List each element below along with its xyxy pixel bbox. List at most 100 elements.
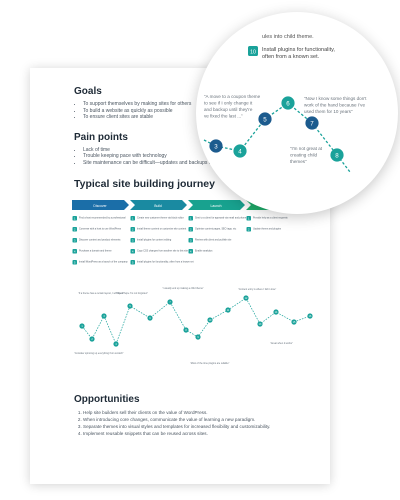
step-text: Install plugins for content editing	[137, 238, 172, 241]
step-number: 3	[132, 238, 134, 242]
zoom-curve	[336, 154, 351, 173]
step-marker	[130, 215, 135, 221]
curve-note: “I usually end up making a child theme”	[162, 287, 204, 290]
zoom-node	[233, 144, 247, 158]
phase-label: Launch	[210, 203, 221, 207]
journey-node	[243, 294, 249, 301]
journey-node-number: 1	[81, 325, 83, 328]
journey-node-number: 3	[103, 315, 105, 318]
goals-item: To support themselves by making sites fo…	[83, 101, 320, 108]
step-text: Optimize content pages, SEO tags, etc	[195, 227, 237, 230]
journey-node-number: 9	[197, 336, 199, 339]
curve-note: “Consider spinning up everything from sc…	[74, 352, 124, 355]
zoom-quote-bottom: “I'm not great at	[290, 146, 323, 151]
step-marker	[246, 215, 251, 221]
zoom-node	[209, 139, 223, 153]
journey-node	[195, 333, 201, 340]
journey-node-number: 7	[169, 301, 171, 304]
curve-note: “Content entry is where I fall in love”	[238, 288, 276, 291]
step-number: 1	[132, 216, 134, 220]
curve-note: “Most of the time plugins are reliable”	[190, 362, 230, 365]
step-marker	[246, 226, 251, 232]
pain-point-item: Trouble keeping pace with technology	[83, 153, 320, 160]
journey-node	[89, 335, 95, 342]
pain-point-item: Site maintenance can be difficult—update…	[83, 160, 320, 167]
journey-node-number: 15	[293, 321, 296, 324]
journey-node-number: 4	[115, 343, 117, 346]
curve-note: “If a theme has a certain layout, I will…	[78, 292, 124, 295]
zoom-node-number: 7	[310, 120, 314, 127]
step-number: 5	[132, 260, 134, 264]
journey-node-number: 13	[259, 323, 262, 326]
phase-arrow	[188, 199, 245, 210]
journey-node	[307, 312, 313, 319]
zoom-quote-left: and backup until they're	[204, 107, 253, 112]
opportunities-list: Help site builders sell their clients on…	[74, 409, 320, 437]
step-marker	[130, 237, 135, 243]
zoom-step-text: ules into child theme.	[262, 34, 314, 40]
journey-node	[79, 322, 85, 329]
journey-diagram: DiscoverBuildLaunchMaintain1Find a host …	[72, 194, 320, 376]
opportunity-item: Separate themes into visual styles and t…	[83, 423, 320, 430]
step-text: Install WordPress as a launch of the com…	[79, 260, 128, 263]
step-text: Sent to a client for approval via email …	[195, 216, 247, 219]
journey-node-number: 6	[149, 317, 151, 320]
zoom-quote-left: “A move to a coupon theme	[204, 94, 261, 99]
zoom-quote-right: work of the hand because I’ve	[304, 103, 365, 108]
magnified-detail: ules into child theme. 10 Install plugins …	[196, 12, 398, 214]
step-number: 2	[132, 227, 134, 231]
journey-node-number: 2	[91, 338, 93, 341]
zoom-quote-bottom: creating child	[290, 153, 318, 158]
opportunities-heading: Opportunities	[74, 393, 140, 405]
step-number: 2	[190, 227, 192, 231]
journey-node-number: 12	[245, 297, 248, 300]
zoom-quote-right: used them for 10 years”	[304, 109, 353, 114]
step-number: 3	[190, 238, 192, 242]
step-text: Review with client and publish site	[195, 238, 232, 241]
magnified-journey: ules into child theme. 10 Install plugins …	[203, 34, 367, 173]
phase-label: Discover	[93, 203, 107, 207]
journey-node-number: 14	[275, 311, 278, 314]
zoom-quote-bottom: themes”	[290, 159, 307, 164]
journey-map: DiscoverBuildLaunchMaintain1Find a host …	[72, 199, 313, 365]
zoom-step-text: Install plugins for functionality,	[262, 47, 335, 53]
step-text: Enable analytics	[195, 249, 213, 252]
zoom-step-text: often from a known set.	[262, 54, 320, 60]
phase-label: Build	[154, 203, 162, 207]
step-marker	[188, 215, 193, 221]
zoom-step-marker	[248, 46, 258, 56]
zoom-quote-left: to see if I only change it	[204, 101, 253, 106]
step-text: Copy CSS changes from another site to th…	[137, 249, 189, 252]
journey-node	[101, 312, 107, 319]
journey-node	[225, 306, 231, 313]
curve-note: “Great when it works”	[270, 342, 293, 345]
journey-node	[127, 302, 133, 309]
step-text: Update theme and plugins	[253, 227, 282, 230]
zoom-step-number: 10	[250, 49, 256, 55]
journey-node-number: 16	[309, 315, 312, 318]
journey-node-number: 11	[227, 309, 230, 312]
step-number: 3	[74, 238, 76, 242]
step-number: 4	[132, 249, 134, 253]
step-marker	[72, 215, 77, 221]
zoom-node	[281, 96, 295, 110]
step-number: 1	[74, 216, 76, 220]
journey-node	[257, 320, 263, 327]
zoom-node-number: 5	[263, 116, 267, 123]
step-marker	[130, 259, 135, 265]
step-marker	[72, 237, 77, 243]
goals-item: To build a website as quickly as possibl…	[83, 108, 320, 115]
journey-node	[207, 316, 213, 323]
journey-curve	[81, 297, 311, 345]
journey-node	[167, 298, 173, 305]
step-number: 4	[190, 249, 192, 253]
goals-heading: Goals	[74, 86, 102, 97]
journey-node-number: 10	[209, 319, 212, 322]
zoom-node	[305, 116, 319, 130]
step-marker	[188, 226, 193, 232]
journey-node	[147, 314, 153, 321]
step-text: Create new customer theme via block edit…	[137, 216, 184, 219]
opportunity-item: When introducing core changes, communica…	[83, 416, 320, 423]
journey-node	[113, 340, 119, 347]
step-text: Provide help as a client requests	[253, 216, 288, 219]
